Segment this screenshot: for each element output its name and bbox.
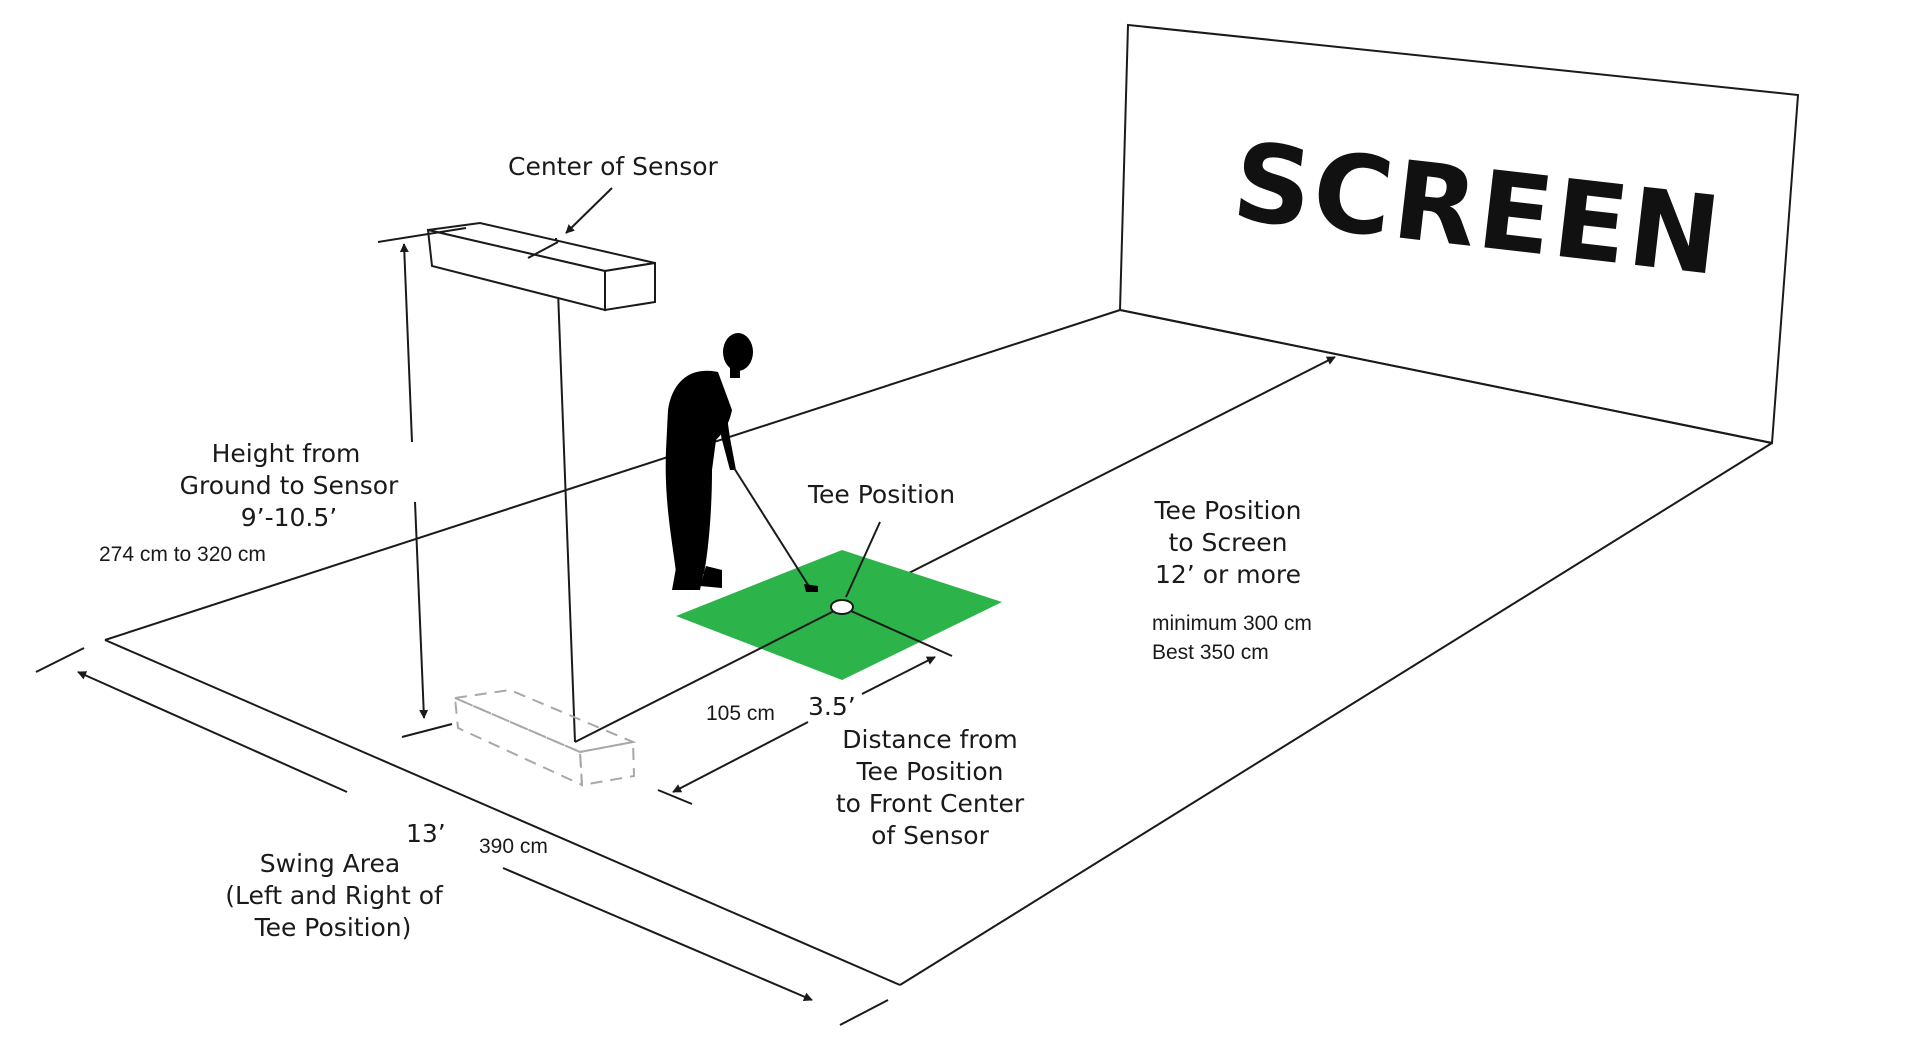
tee-position-pointer <box>845 521 881 598</box>
svg-text:Distance from: Distance from <box>842 725 1017 754</box>
sensor-center-line <box>527 241 559 259</box>
svg-text:Tee Position): Tee Position) <box>254 913 412 942</box>
height-label: Height from Ground to Sensor 9’-10.5’ <box>180 439 399 532</box>
svg-text:Ground to Sensor: Ground to Sensor <box>180 471 399 500</box>
svg-text:(Left and Right of: (Left and Right of <box>225 881 444 910</box>
screen-panel: SCREEN <box>1118 23 1800 445</box>
distance-arrow-left <box>672 721 809 793</box>
svg-text:to Screen: to Screen <box>1169 528 1288 557</box>
golf-club <box>733 467 811 589</box>
golfer-silhouette <box>665 333 753 590</box>
distance-end-tick <box>657 789 693 805</box>
height-arrow-bottom <box>414 501 429 719</box>
svg-text:12’ or more: 12’ or more <box>1155 560 1301 589</box>
sensor-box <box>426 221 656 312</box>
svg-text:minimum 300 cm: minimum 300 cm <box>1152 612 1312 635</box>
hitting-mat <box>676 550 1002 680</box>
tee-to-screen-arrow <box>841 356 1336 608</box>
distance-label: Distance from Tee Position to Front Cent… <box>836 725 1025 850</box>
swing-feet-label: 13’ <box>406 819 446 848</box>
svg-text:9’-10.5’: 9’-10.5’ <box>241 503 337 532</box>
sensor-top-ref-line <box>377 227 467 243</box>
mat-diagonal-line <box>574 606 843 743</box>
swing-area-label: Swing Area (Left and Right of Tee Positi… <box>225 849 444 942</box>
swing-arrow-left <box>77 671 348 793</box>
tee-to-sensor-line <box>841 606 953 657</box>
svg-text:Tee Position: Tee Position <box>855 757 1003 786</box>
club-head <box>804 584 818 592</box>
tee-ball <box>830 599 854 615</box>
distance-feet-label: 3.5’ <box>808 692 856 721</box>
svg-text:Tee Position: Tee Position <box>1153 496 1301 525</box>
svg-text:to Front Center: to Front Center <box>836 789 1025 818</box>
height-metric-label: 274 cm to 320 cm <box>99 543 266 566</box>
swing-metric-label: 390 cm <box>479 835 548 858</box>
svg-text:Height from: Height from <box>212 439 361 468</box>
svg-text:Swing Area: Swing Area <box>260 849 400 878</box>
center-of-sensor-label: Center of Sensor <box>508 152 719 181</box>
height-arrow-top <box>399 243 413 443</box>
distance-arrow-right <box>861 656 936 695</box>
swing-right-tick <box>839 999 889 1026</box>
center-of-sensor-arrow <box>565 187 613 234</box>
tee-to-screen-metric-label: minimum 300 cm Best 350 cm <box>1152 612 1312 664</box>
tee-to-screen-label: Tee Position to Screen 12’ or more <box>1153 496 1301 589</box>
height-ground-tick <box>401 723 453 738</box>
swing-left-tick <box>35 647 85 673</box>
svg-text:Best 350 cm: Best 350 cm <box>1152 641 1269 664</box>
distance-metric-label: 105 cm <box>706 702 775 725</box>
sensor-floor-footprint <box>451 688 637 787</box>
swing-arrow-right <box>502 867 813 1001</box>
svg-text:of Sensor: of Sensor <box>871 821 989 850</box>
floor <box>104 309 1773 986</box>
sensor-drop-line <box>555 237 576 743</box>
tee-position-label: Tee Position <box>807 480 955 509</box>
